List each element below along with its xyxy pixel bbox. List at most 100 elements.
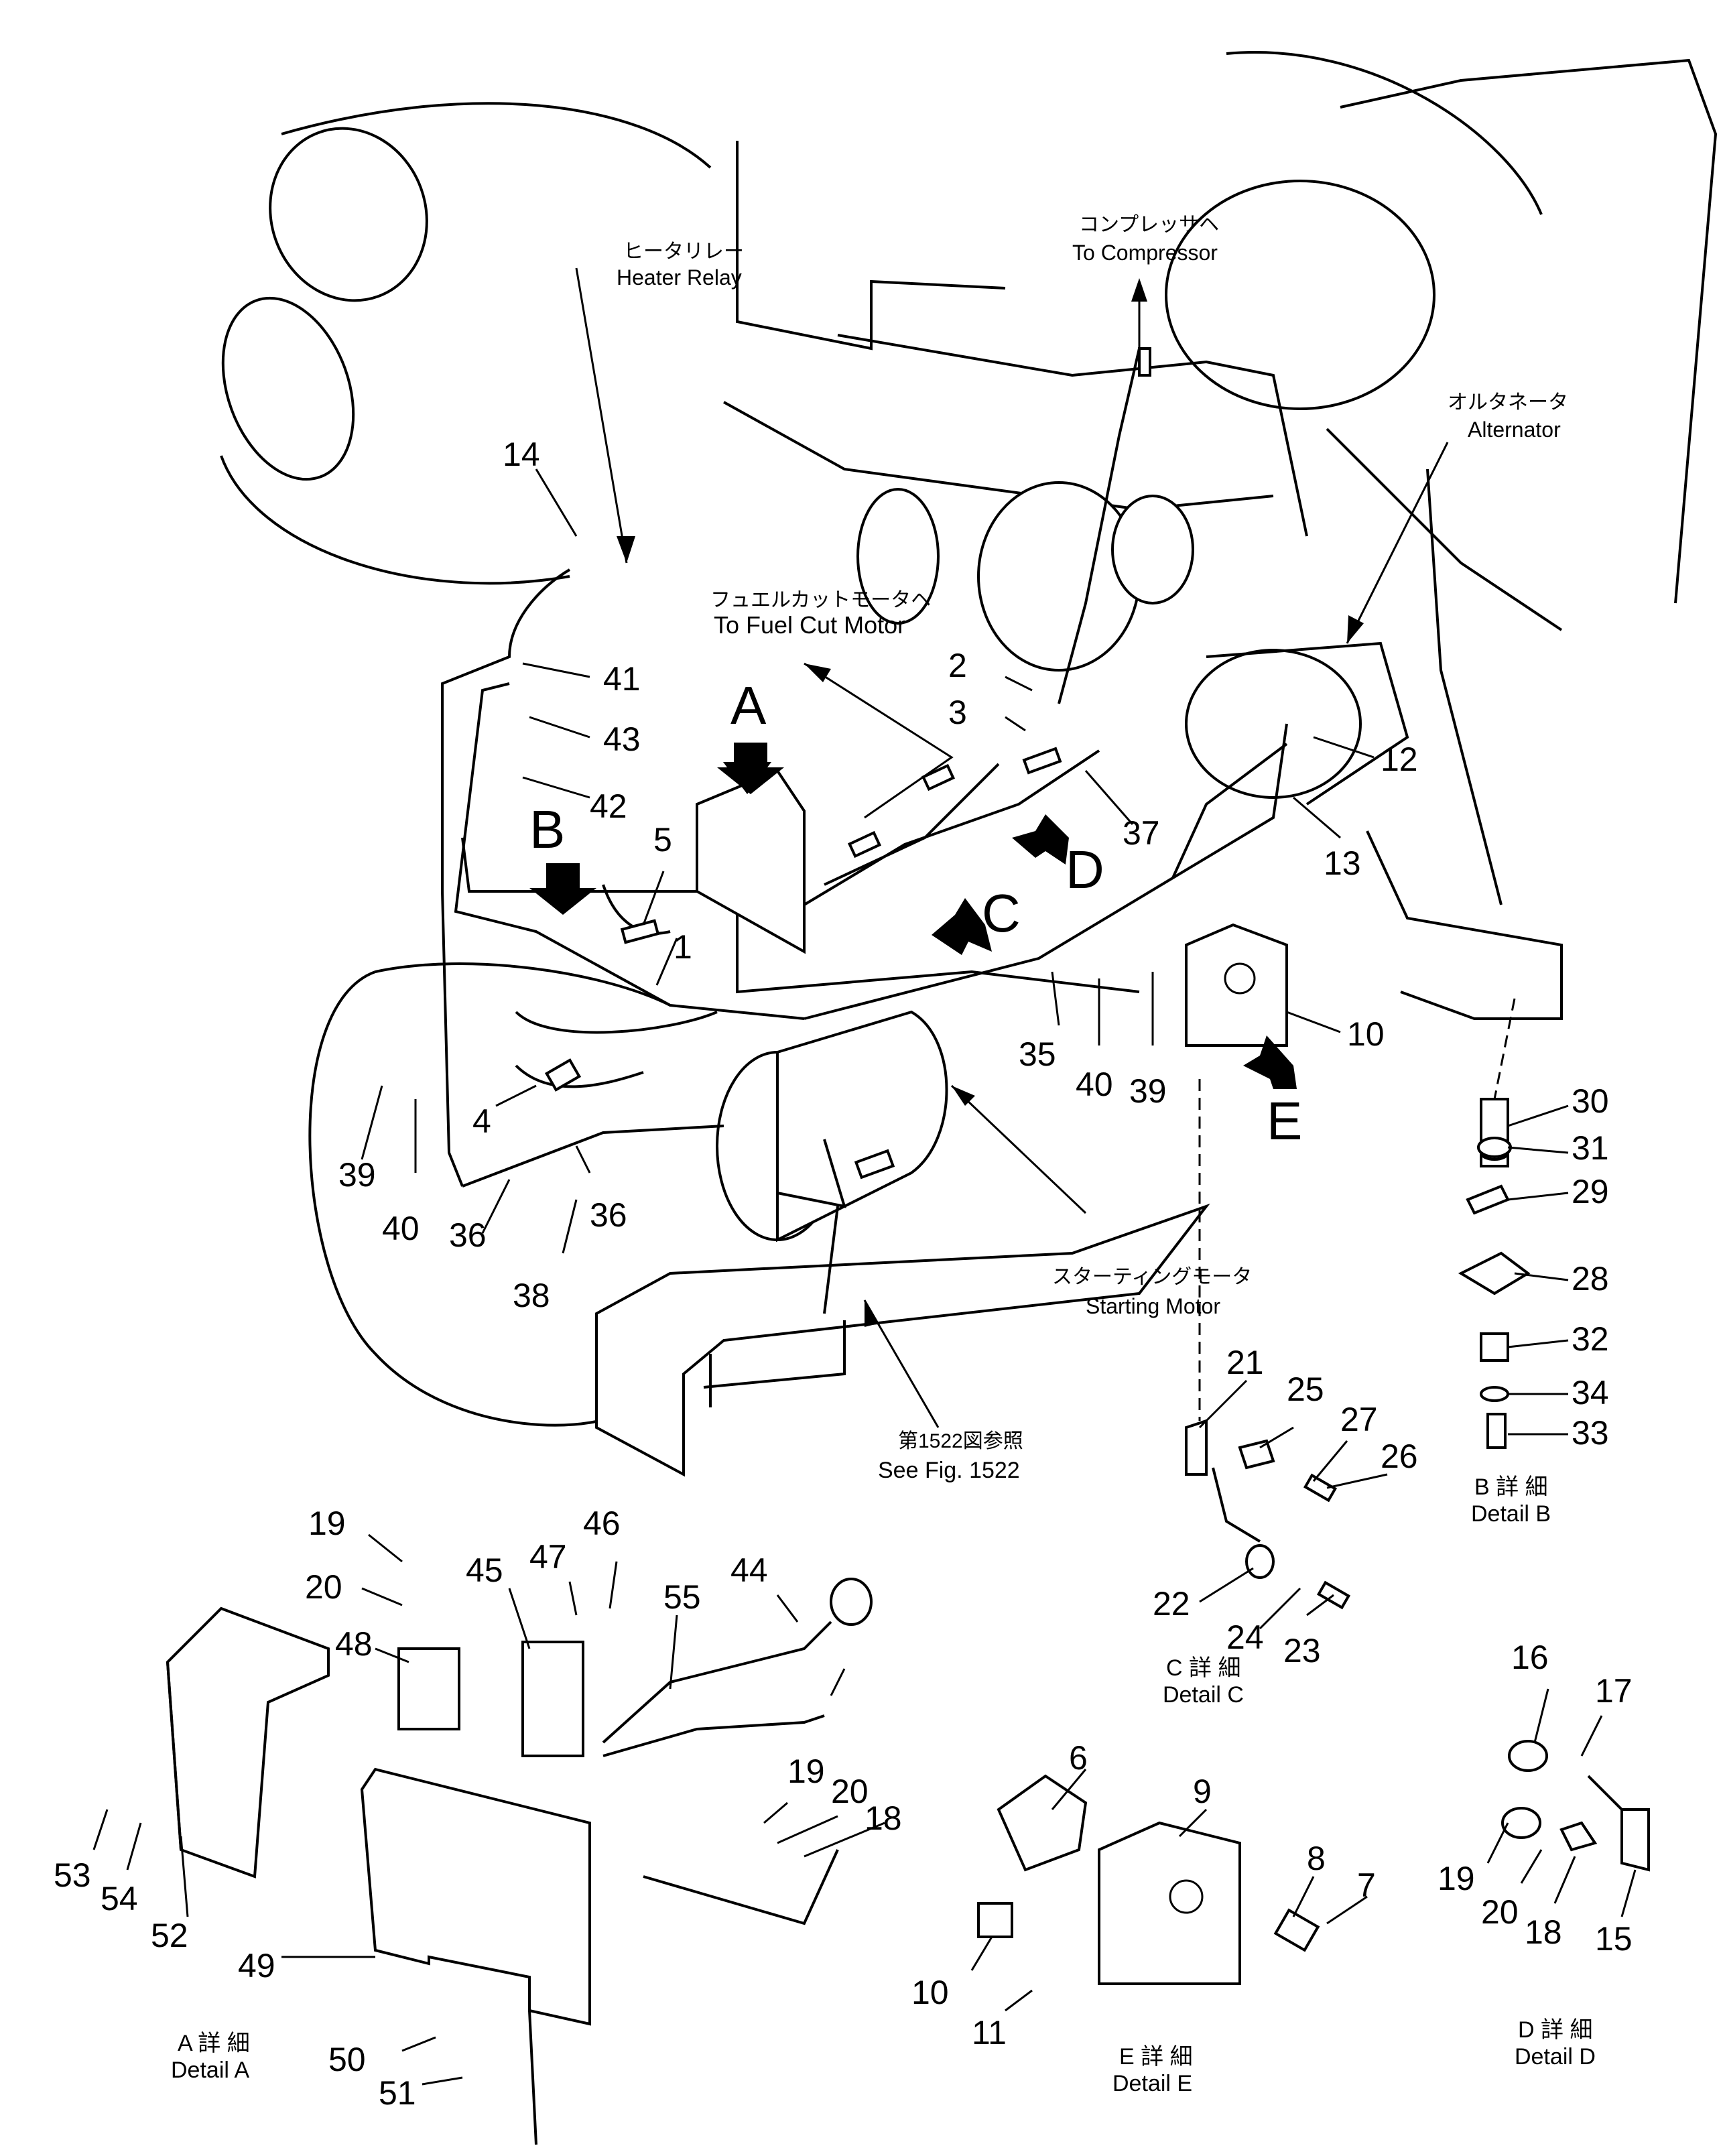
part-number: 15 xyxy=(1595,1920,1633,1958)
detail-arrows xyxy=(529,743,1297,1089)
part-number: 10 xyxy=(1347,1015,1385,1053)
part-number: 20 xyxy=(305,1568,342,1606)
detail-d-en: Detail D xyxy=(1515,2044,1596,2070)
part-number: 47 xyxy=(529,1538,567,1576)
part-number: 24 xyxy=(1226,1619,1264,1656)
arrow-d-icon xyxy=(1012,814,1069,865)
alternator-jp: オルタネータ xyxy=(1448,391,1568,414)
detail-c-en: Detail C xyxy=(1163,1682,1244,1708)
leader-lines xyxy=(92,267,1637,2086)
part-number: 38 xyxy=(513,1277,550,1314)
detail-b-en: Detail B xyxy=(1471,1501,1551,1527)
arrow-c-icon xyxy=(932,898,992,955)
detail-letter-b: B xyxy=(529,800,565,859)
callout-labels: ヒータリレー Heater Relay コンプレッサヘ To Compresso… xyxy=(171,214,1596,2096)
part-number: 27 xyxy=(1340,1401,1378,1438)
starting-motor-jp: スターティングモータ xyxy=(1052,1266,1252,1288)
part-number: 45 xyxy=(466,1551,503,1589)
detail-letter-c: C xyxy=(982,883,1021,943)
part-number: 12 xyxy=(1381,741,1418,778)
detail-e-drawing xyxy=(977,1774,1320,1985)
part-numbers: 1 2 3 4 5 6 7 8 9 10 10 11 12 13 14 15 1… xyxy=(54,436,1633,2112)
part-number: 17 xyxy=(1595,1672,1633,1710)
detail-c-drawing xyxy=(1185,1419,1351,1610)
detail-e-en: Detail E xyxy=(1112,2071,1192,2096)
arrow-a-icon xyxy=(717,743,784,794)
part-number: 52 xyxy=(151,1917,188,1954)
part-number: 2 xyxy=(948,647,967,684)
engine-outline xyxy=(220,51,1718,1477)
arrow-e-icon xyxy=(1243,1035,1297,1089)
part-number: 31 xyxy=(1572,1129,1609,1167)
detail-a-drawing xyxy=(166,1578,873,2145)
part-number: 36 xyxy=(590,1196,627,1234)
part-number: 29 xyxy=(1572,1173,1609,1210)
part-number: 54 xyxy=(101,1880,138,1917)
part-number: 26 xyxy=(1381,1438,1418,1475)
part-number: 18 xyxy=(1525,1913,1562,1951)
part-number: 19 xyxy=(787,1753,825,1790)
part-number: 3 xyxy=(948,694,967,731)
part-number: 6 xyxy=(1069,1739,1088,1777)
heater-relay-en: Heater Relay xyxy=(617,265,742,290)
detail-a-jp: A 詳 細 xyxy=(178,2031,250,2056)
detail-b-drawing xyxy=(1458,1098,1531,1449)
part-number: 28 xyxy=(1572,1260,1609,1297)
part-number: 37 xyxy=(1123,814,1160,852)
part-number: 34 xyxy=(1572,1374,1609,1411)
part-number: 22 xyxy=(1153,1585,1190,1623)
detail-c-jp: C 詳 細 xyxy=(1166,1655,1240,1681)
detail-d-jp: D 詳 細 xyxy=(1518,2017,1592,2043)
part-number: 49 xyxy=(238,1947,275,1984)
part-number: 19 xyxy=(1438,1860,1475,1897)
part-number: 21 xyxy=(1226,1344,1264,1381)
part-number: 14 xyxy=(503,436,540,473)
arrow-b-icon xyxy=(529,863,596,915)
part-number: 4 xyxy=(472,1102,491,1140)
part-number: 10 xyxy=(911,1974,949,2011)
part-number: 50 xyxy=(328,2041,366,2078)
part-number: 23 xyxy=(1283,1632,1321,1669)
wiring-harness xyxy=(441,347,1288,1314)
part-number: 43 xyxy=(603,720,641,758)
part-number: 39 xyxy=(1129,1072,1167,1110)
part-number: 36 xyxy=(449,1216,487,1254)
heater-relay-jp: ヒータリレー xyxy=(623,241,744,263)
part-number: 11 xyxy=(972,2014,1007,2051)
detail-letter-a: A xyxy=(730,676,767,735)
see-fig-jp: 第1522図参照 xyxy=(898,1430,1023,1452)
part-number: 9 xyxy=(1193,1773,1212,1810)
detail-d-drawing xyxy=(1501,1740,1650,1872)
part-number: 48 xyxy=(335,1625,373,1663)
part-number: 7 xyxy=(1357,1866,1376,1904)
part-number: 20 xyxy=(1481,1893,1519,1931)
part-number: 44 xyxy=(730,1551,768,1589)
detail-e-jp: E 詳 細 xyxy=(1119,2044,1193,2070)
compressor-jp: コンプレッサヘ xyxy=(1079,214,1219,236)
part-number: 46 xyxy=(583,1505,621,1542)
part-number: 8 xyxy=(1307,1840,1326,1877)
fuel-cut-en: To Fuel Cut Motor xyxy=(714,611,905,639)
part-number: 55 xyxy=(663,1578,701,1616)
see-fig-en: See Fig. 1522 xyxy=(878,1458,1020,1483)
part-number: 32 xyxy=(1572,1320,1609,1358)
part-number: 33 xyxy=(1572,1414,1609,1452)
detail-letter-d: D xyxy=(1066,840,1104,899)
part-number: 40 xyxy=(1076,1066,1113,1103)
part-number: 1 xyxy=(674,928,692,966)
part-number: 20 xyxy=(831,1773,869,1810)
part-number: 51 xyxy=(379,2074,416,2112)
part-number: 41 xyxy=(603,660,641,698)
part-number: 18 xyxy=(865,1799,902,1837)
starting-motor-en: Starting Motor xyxy=(1086,1294,1220,1318)
alternator-en: Alternator xyxy=(1468,418,1561,442)
part-number: 35 xyxy=(1019,1035,1056,1073)
fuel-cut-jp: フュエルカットモータヘ xyxy=(710,589,931,611)
part-number: 19 xyxy=(308,1505,346,1542)
part-number: 40 xyxy=(382,1210,420,1247)
part-number: 25 xyxy=(1287,1371,1324,1408)
detail-a-en: Detail A xyxy=(171,2057,249,2083)
part-number: 13 xyxy=(1324,844,1361,882)
part-number: 16 xyxy=(1511,1639,1549,1676)
